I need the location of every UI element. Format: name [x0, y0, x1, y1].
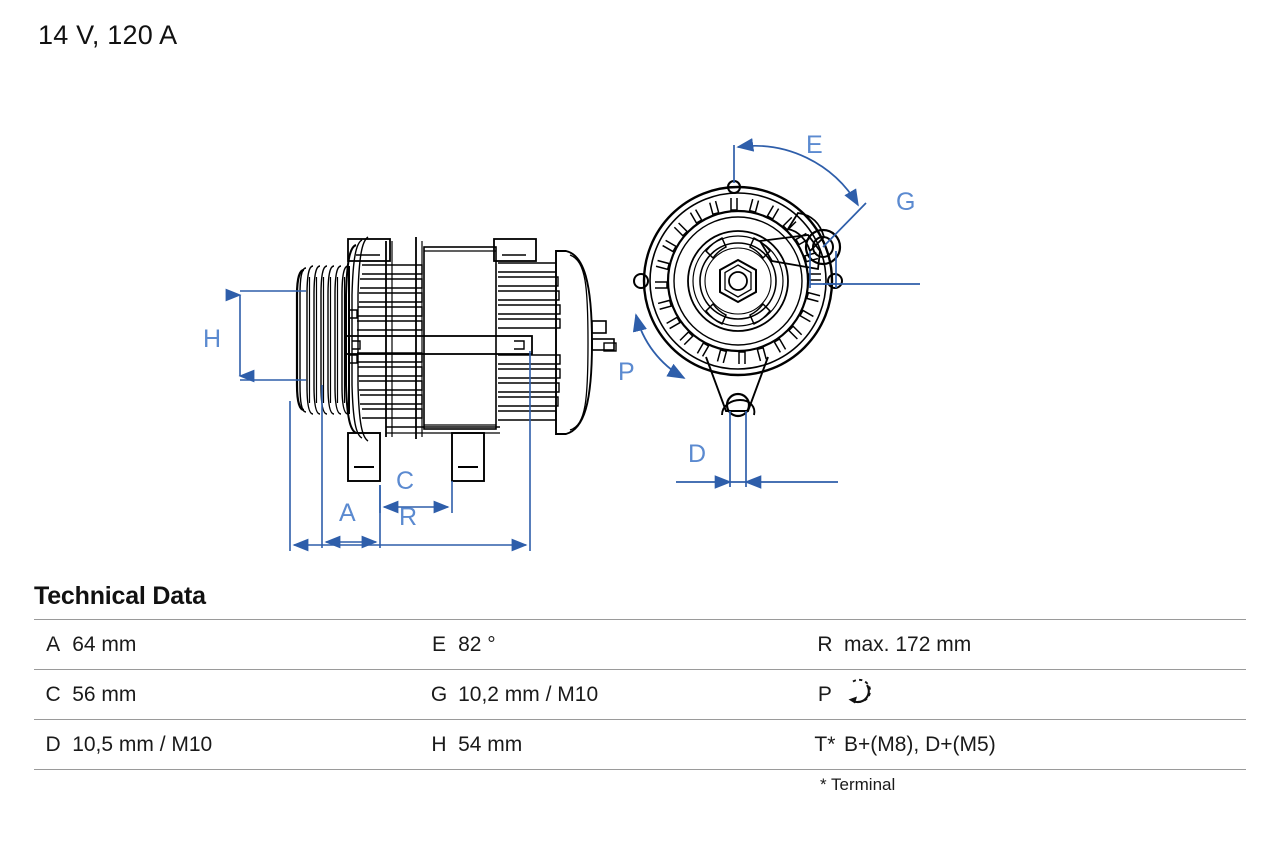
alternator-front-view: E G P D — [618, 131, 920, 489]
alternator-side-view: H A C R — [203, 236, 617, 552]
row-key-a: A — [34, 619, 73, 670]
pulley — [295, 265, 358, 415]
row-value-c: 56 mm — [72, 669, 404, 720]
row-key-e: E — [419, 619, 459, 670]
table-row: A 64 mm E 82 ° R max. 172 mm — [34, 619, 1246, 670]
column-spacer — [789, 669, 806, 720]
page-title: 14 V, 120 A — [38, 20, 178, 50]
table-footnote: * Terminal — [820, 775, 896, 794]
row-key-p: P — [805, 669, 844, 720]
row-value-r: max. 172 mm — [844, 619, 1246, 670]
rotation-direction-icon — [844, 677, 874, 713]
row-value-h: 54 mm — [458, 719, 790, 770]
row-key-d: D — [34, 719, 73, 770]
table-row: D 10,5 mm / M10 H 54 mm T* B+(M8), D+(M5… — [34, 719, 1246, 770]
row-key-t: T* — [805, 719, 844, 770]
technical-data-heading: Technical Data — [34, 582, 206, 610]
row-key-h: H — [419, 719, 459, 770]
dimension-label-g: G — [896, 188, 915, 216]
dimension-label-c: C — [396, 467, 414, 495]
column-spacer — [403, 619, 420, 670]
row-key-r: R — [805, 619, 844, 670]
row-value-g: 10,2 mm / M10 — [458, 669, 790, 720]
dimension-label-p: P — [618, 358, 635, 386]
dimension-label-h: H — [203, 325, 221, 353]
dimension-label-a: A — [339, 499, 356, 527]
technical-drawing-area: H A C R — [0, 55, 1280, 575]
column-spacer — [789, 619, 806, 670]
row-value-a: 64 mm — [72, 619, 404, 670]
dimension-c — [379, 481, 453, 514]
dimension-label-d: D — [688, 440, 706, 468]
dimension-d — [676, 411, 838, 489]
row-value-e: 82 ° — [458, 619, 790, 670]
alternator-housing — [345, 236, 617, 482]
row-value-d: 10,5 mm / M10 — [72, 719, 404, 770]
dimension-h — [225, 288, 306, 383]
table-row: C 56 mm G 10,2 mm / M10 P — [34, 669, 1246, 720]
column-spacer — [403, 719, 420, 770]
dimension-g — [809, 251, 920, 288]
dimension-e — [733, 138, 867, 248]
row-value-t: B+(M8), D+(M5) — [844, 719, 1246, 770]
technical-data-section: Technical Data A 64 mm E 82 ° R max. 172… — [0, 582, 1280, 795]
column-spacer — [403, 669, 420, 720]
dimension-r — [289, 351, 531, 552]
row-key-c: C — [34, 669, 73, 720]
technical-data-table: A 64 mm E 82 ° R max. 172 mm C 56 mm G 1… — [34, 619, 1246, 770]
dimension-p-rotation — [632, 313, 686, 379]
column-spacer — [789, 719, 806, 770]
row-value-p — [844, 669, 1246, 720]
dimension-label-e: E — [806, 131, 823, 159]
dimension-label-r: R — [399, 503, 417, 531]
ventilation-louvers — [655, 198, 821, 364]
row-key-g: G — [419, 669, 459, 720]
